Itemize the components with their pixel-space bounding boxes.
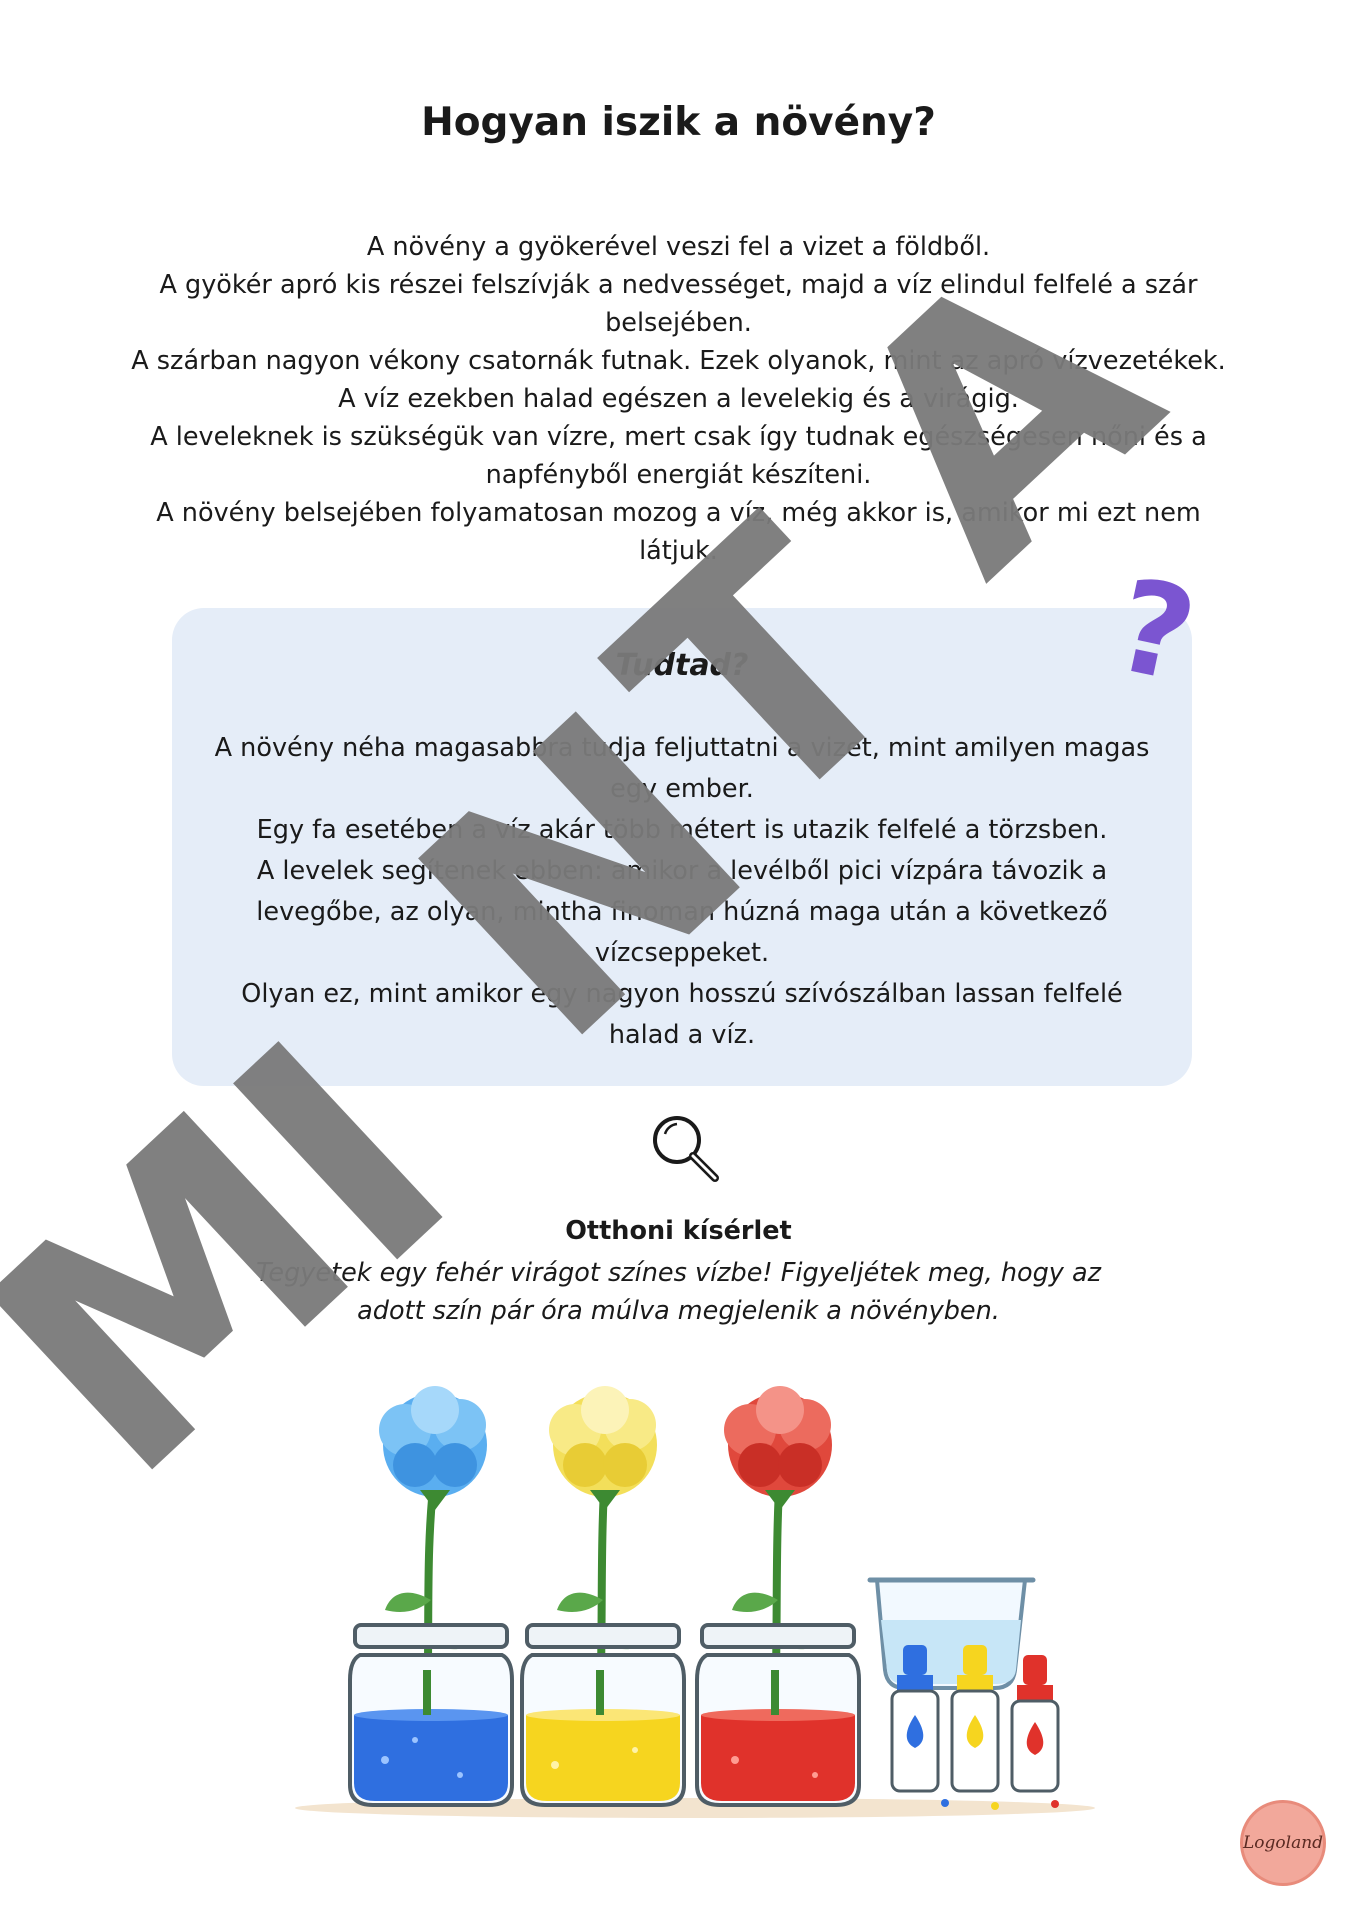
intro-line: A növény a gyökerével veszi fel a vizet … (366, 232, 991, 262)
tip-line: A növény néha magasabbra tudja feljuttat… (214, 733, 1150, 804)
experiment-title: Otthoni kísérlet (565, 1216, 792, 1246)
intro-line: A leveleknek is szükségük van vízre, mer… (150, 422, 1207, 490)
flower-experiment-illustration (295, 1386, 1095, 1818)
tip-line: A levelek segítenek ebben: amikor a levé… (256, 856, 1108, 968)
magnifier-icon (653, 1116, 719, 1182)
tip-box-title: Tudtad? (615, 648, 749, 683)
yellow-dye-bottle (950, 1645, 1000, 1793)
intro-line: A víz ezekben halad egészen a levelekig … (338, 384, 1019, 414)
tip-line: Olyan ez, mint amikor egy nagyon hosszú … (241, 979, 1123, 1050)
blue-jar (348, 1386, 514, 1807)
experiment-text: Tegyetek egy fehér virágot színes vízbe!… (256, 1258, 1101, 1326)
intro-text: A növény a gyökerével veszi fel a vizet … (120, 228, 1237, 570)
yellow-jar (520, 1386, 686, 1807)
brand-logo: Logoland (1240, 1800, 1326, 1886)
blue-dye-bottle (890, 1645, 940, 1793)
intro-line: A növény belsejében folyamatosan mozog a… (156, 498, 1201, 566)
page-title: Hogyan iszik a növény? (421, 100, 936, 145)
water-beaker (867, 1577, 1036, 1690)
red-dye-bottle (1010, 1655, 1060, 1793)
tip-box: Tudtad? A növény néha magasabbra tudja f… (172, 608, 1192, 1086)
intro-line: A szárban nagyon vékony csatornák futnak… (131, 346, 1226, 376)
tip-box-body: A növény néha magasabbra tudja feljuttat… (202, 728, 1162, 1056)
intro-line: A gyökér apró kis részei felszívják a ne… (159, 270, 1198, 338)
red-jar (695, 1386, 861, 1807)
tip-line: Egy fa esetében a víz akár több métert i… (256, 815, 1108, 845)
